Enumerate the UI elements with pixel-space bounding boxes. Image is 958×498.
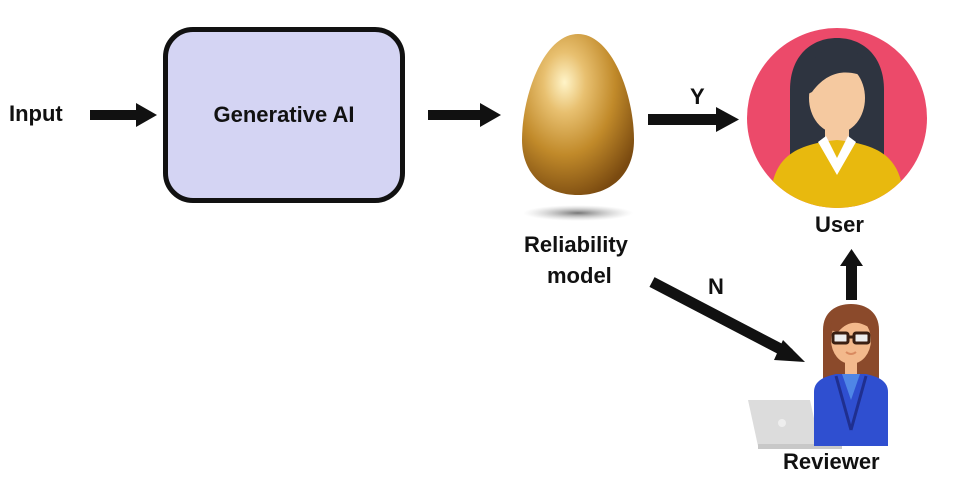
reliability-label-line2: model xyxy=(547,263,612,288)
egg-shadow xyxy=(523,205,633,221)
arrow-yes-to-user xyxy=(648,107,739,132)
egg-shape xyxy=(522,34,634,195)
arrow-reviewer-to-user xyxy=(840,249,863,300)
arrow-input-to-gen-ai xyxy=(90,103,157,127)
no-label: N xyxy=(708,274,724,299)
generative-ai-label: Generative AI xyxy=(213,102,355,127)
arrow-no-to-reviewer xyxy=(649,277,805,362)
reviewer-label: Reviewer xyxy=(783,449,880,474)
input-label: Input xyxy=(9,101,63,126)
generative-ai-box: Generative AI xyxy=(163,27,405,203)
golden-egg-icon xyxy=(522,34,634,221)
yes-label: Y xyxy=(690,84,705,109)
arrow-gen-ai-to-reliability xyxy=(428,103,501,127)
reviewer-icon xyxy=(748,304,888,449)
user-avatar-icon xyxy=(747,28,927,208)
reliability-label-line1: Reliability xyxy=(524,232,628,257)
user-label: User xyxy=(815,212,864,237)
